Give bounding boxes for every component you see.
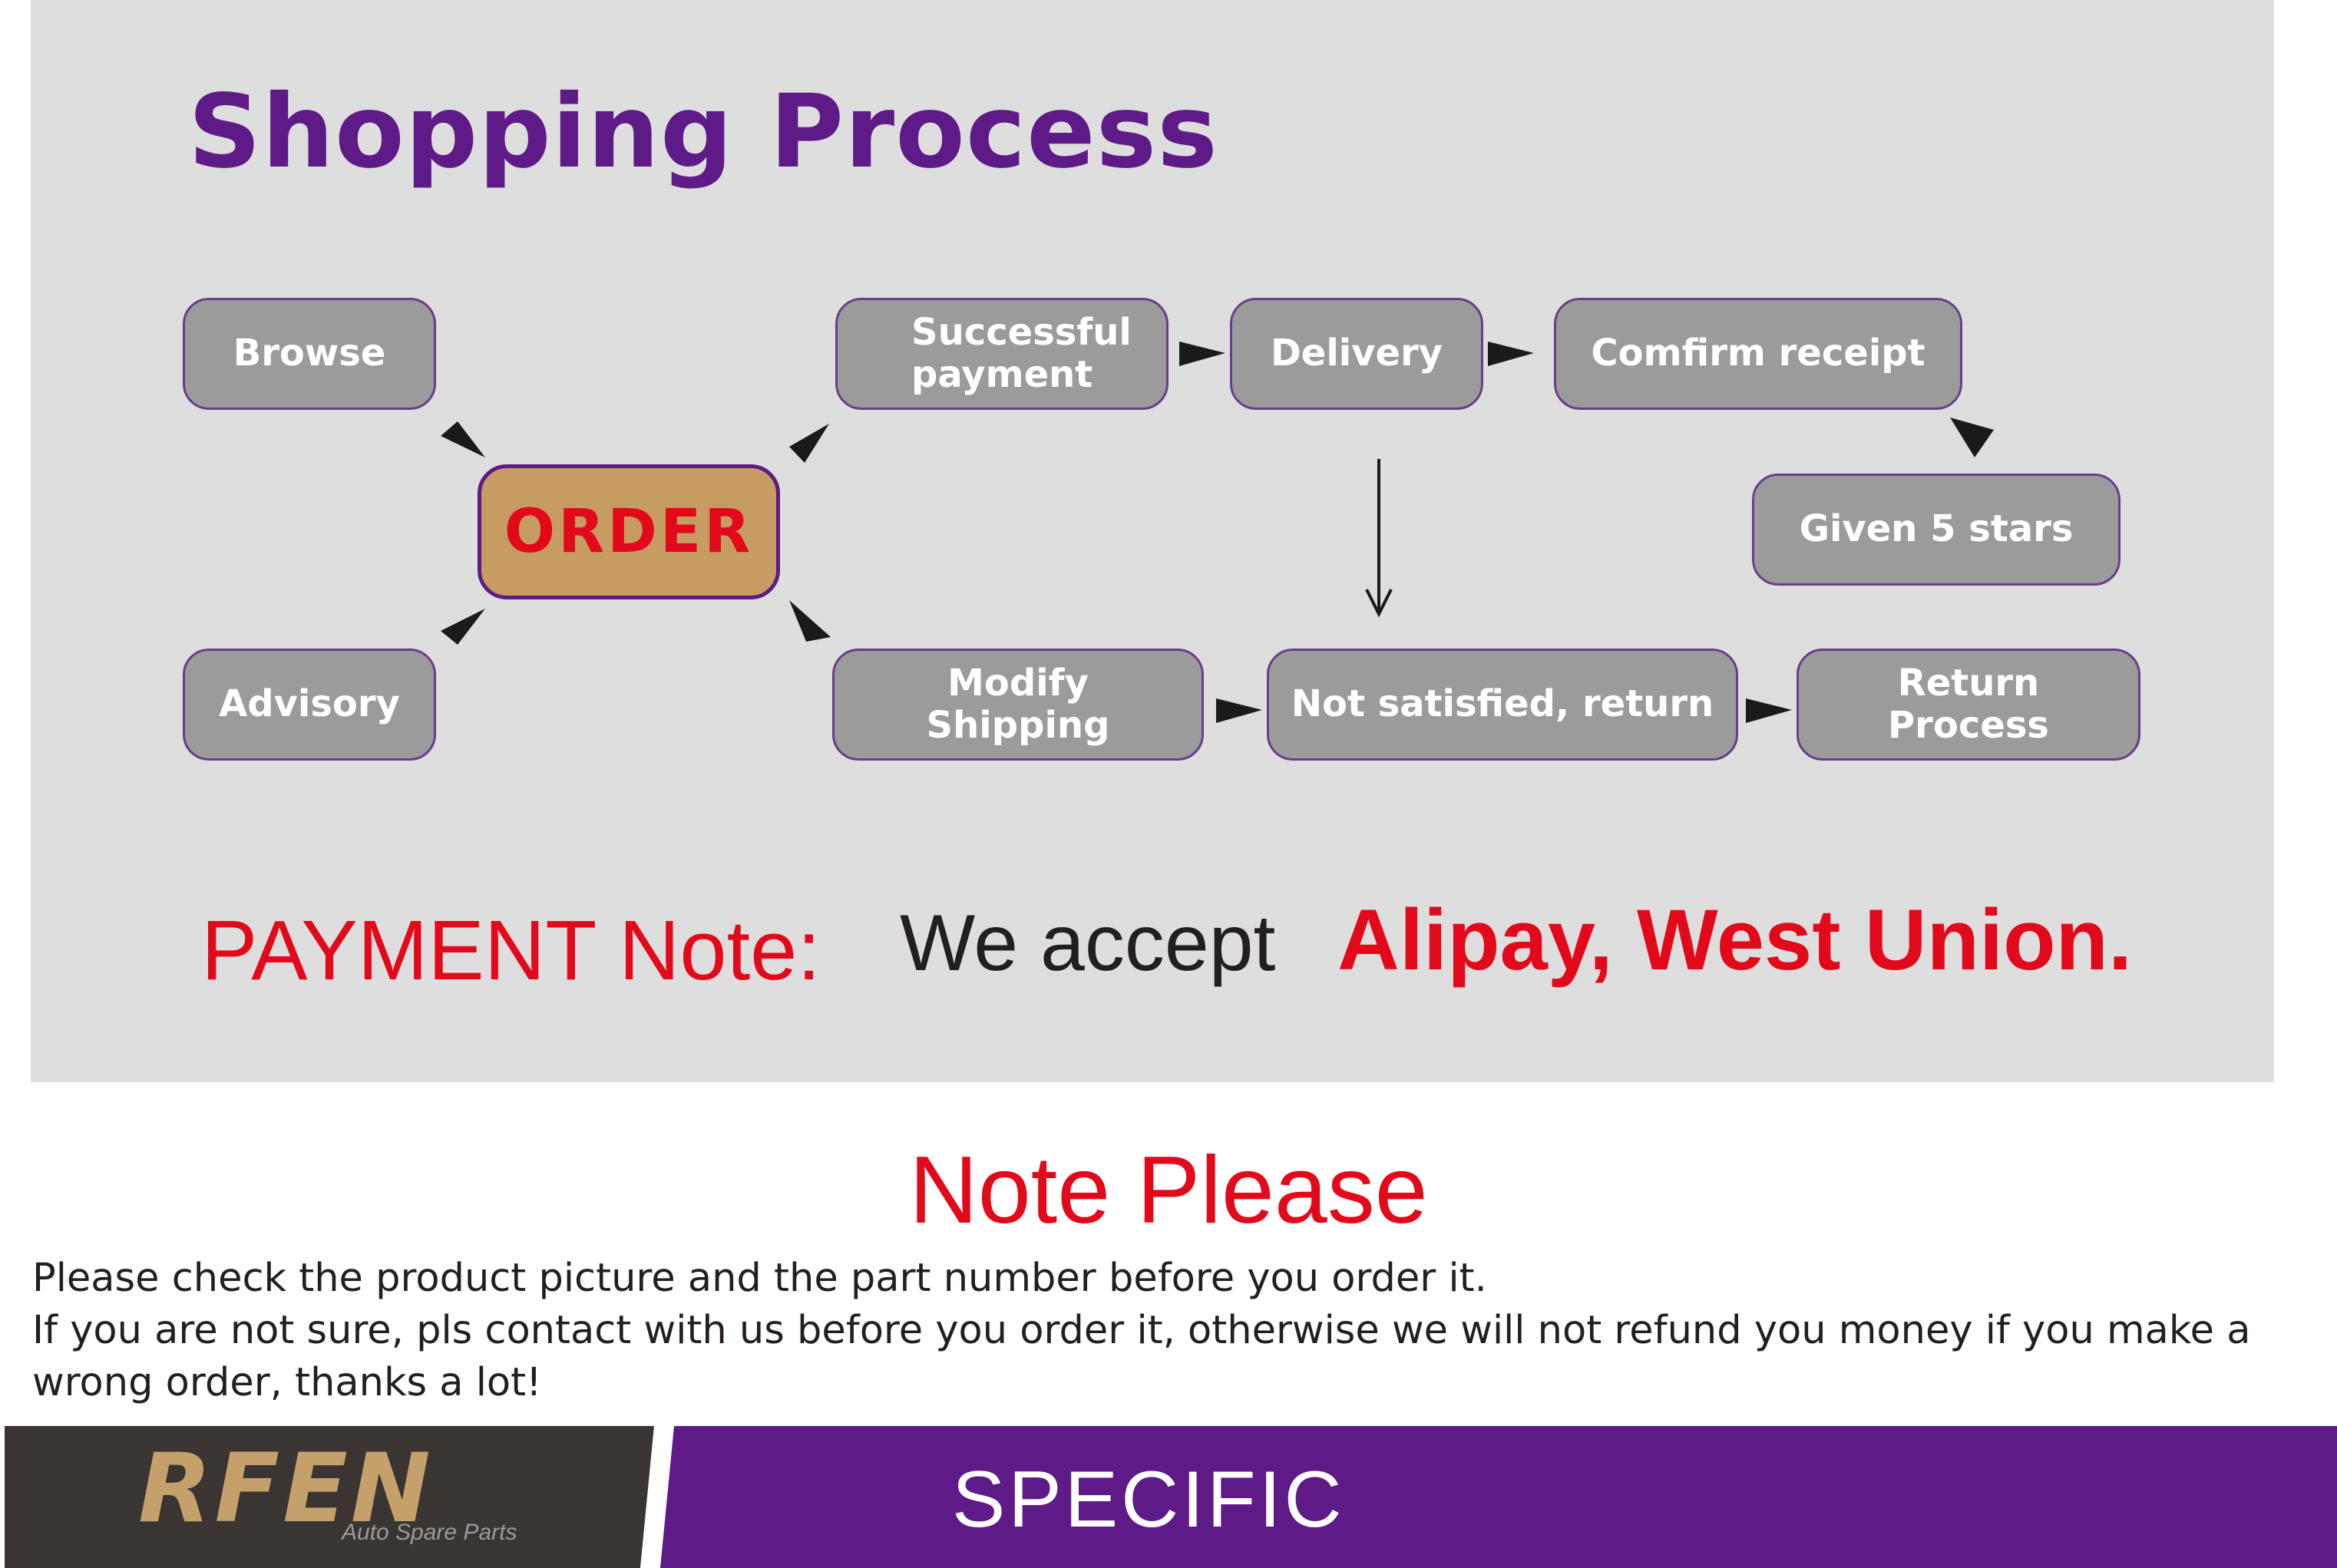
- footer-purple-block: [660, 1426, 2337, 1568]
- node-delivery: Delivery: [1230, 298, 1483, 410]
- note-title: Note Please: [909, 1137, 1428, 1243]
- footer-divider: [640, 1426, 674, 1568]
- node-successful-payment-line1: Successful: [911, 310, 1132, 354]
- node-given-stars-label: Given 5 stars: [1799, 507, 2074, 551]
- node-modify-shipping: Modify Shipping: [832, 649, 1204, 761]
- node-browse: Browse: [183, 298, 436, 410]
- node-confirm-receipt-label: Comfirm receipt: [1591, 332, 1925, 375]
- arrow-shipping-to-order: [789, 600, 831, 642]
- arrow-browse-to-order: [441, 421, 485, 457]
- node-return-process-label: Return Process: [1888, 661, 2049, 747]
- note-line-1: Please check the product picture and the…: [32, 1256, 1487, 1301]
- node-order-label: ORDER: [504, 497, 754, 566]
- arrow-stars-to-confirm: [1950, 418, 1994, 457]
- brand-logo: RFEN: [138, 1434, 434, 1544]
- arrow-shipping-to-return: [1216, 698, 1262, 723]
- node-delivery-label: Delivery: [1270, 332, 1443, 375]
- footer-dark-block: [5, 1426, 654, 1568]
- node-order: ORDER: [478, 464, 780, 599]
- node-successful-payment-line2: payment: [911, 353, 1093, 396]
- payment-methods: Alipay, West Union.: [1337, 892, 2133, 988]
- note-line-3: wrong order, thanks a lot!: [32, 1360, 542, 1405]
- payment-note-label: PAYMENT Note:: [201, 903, 821, 998]
- arrow-delivery-to-confirm: [1488, 342, 1534, 366]
- note-line-2: If you are not sure, pls contact with us…: [32, 1308, 2251, 1353]
- brand-tagline: Auto Spare Parts: [342, 1520, 517, 1545]
- payment-accept-text: We accept: [900, 899, 1276, 988]
- node-advisory-label: Advisory: [219, 682, 400, 726]
- node-return-process: Return Process: [1797, 649, 2140, 761]
- node-browse-label: Browse: [233, 332, 386, 375]
- node-confirm-receipt: Comfirm receipt: [1554, 298, 1962, 410]
- node-given-stars: Given 5 stars: [1752, 474, 2120, 586]
- page-title: Shopping Process: [188, 73, 1218, 191]
- footer-bar: [5, 1426, 2337, 1568]
- node-successful-payment: Successful payment: [835, 298, 1168, 410]
- note-text: Please check the product picture and the…: [32, 1253, 2305, 1409]
- section-title: SPECIFIC: [952, 1455, 1345, 1544]
- arrow-advisory-to-order: [441, 609, 485, 645]
- arrow-delivery-to-return-head: [1365, 589, 1393, 618]
- node-not-satisfied: Not satisfied, return: [1267, 649, 1738, 761]
- node-not-satisfied-label: Not satisfied, return: [1291, 682, 1714, 726]
- arrow-return-to-process: [1746, 698, 1792, 723]
- arrow-order-to-payment: [789, 424, 829, 463]
- node-advisory: Advisory: [183, 649, 436, 761]
- node-modify-shipping-label: Modify Shipping: [926, 661, 1110, 747]
- arrow-payment-to-delivery: [1179, 342, 1225, 366]
